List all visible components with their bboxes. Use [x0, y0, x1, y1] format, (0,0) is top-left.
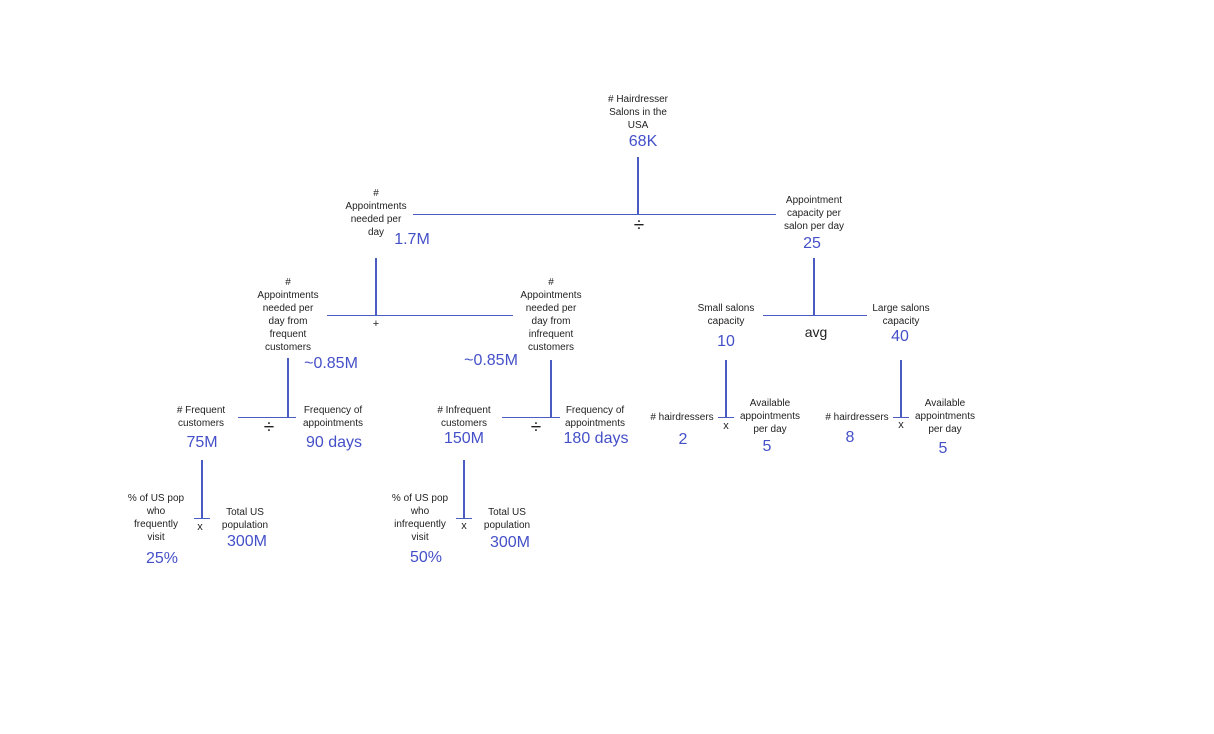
infrequent-appts-value: ~0.85M	[464, 352, 518, 369]
large-salons-value: 40	[891, 328, 909, 345]
infrequent-customers-operator: x	[461, 520, 467, 532]
connector-appointments	[375, 258, 377, 315]
pct-frequent-label: % of US pop who frequently visit	[127, 493, 185, 543]
appointments-needed-label: # Appointments needed per day	[345, 188, 407, 238]
connector-frequent-appts	[287, 358, 289, 418]
frequent-appts-value: ~0.85M	[304, 355, 358, 372]
large-available-value: 5	[938, 440, 948, 457]
small-salons-label: Small salons capacity	[697, 303, 755, 327]
large-available-label: Available appointments per day	[914, 398, 976, 435]
appointments-needed-value: 1.7M	[394, 231, 430, 248]
small-available-value: 5	[762, 438, 772, 455]
root-operator: ÷	[633, 215, 645, 236]
connector-infrequent-customers	[463, 460, 465, 518]
frequent-customers-operator: x	[197, 521, 203, 533]
pop-infrequent-label: Total US population	[483, 507, 531, 531]
connector-infrequent-customers-bar	[456, 518, 472, 519]
connector-frequent-customers	[201, 460, 203, 518]
frequency-frequent-label: Frequency of appointments	[302, 405, 364, 429]
frequent-appts-operator: ÷	[263, 417, 275, 438]
small-hairdressers-value: 2	[678, 431, 688, 448]
small-available-label: Available appointments per day	[739, 398, 801, 435]
pct-frequent-value: 25%	[145, 550, 179, 567]
connector-frequent-customers-bar	[194, 518, 210, 519]
small-hairdressers-label: # hairdressers	[650, 412, 714, 423]
infrequent-appts-operator: ÷	[530, 417, 542, 438]
pop-frequent-value: 300M	[226, 533, 268, 550]
large-hairdressers-value: 8	[845, 429, 855, 446]
root-value: 68K	[628, 133, 658, 150]
connector-capacity	[813, 258, 815, 315]
connector-large-salons	[900, 360, 902, 418]
capacity-per-salon-label: Appointment capacity per salon per day	[783, 195, 845, 232]
frequent-customers-label: # Frequent customers	[176, 405, 226, 429]
large-hairdressers-label: # hairdressers	[825, 412, 889, 423]
connector-small-salons	[725, 360, 727, 418]
capacity-per-salon-value: 25	[803, 235, 821, 252]
connector-small-salons-bar	[718, 417, 734, 418]
frequent-appts-label: # Appointments needed per day from frequ…	[257, 277, 319, 353]
connector-appointments-bar	[327, 315, 513, 316]
pct-infrequent-label: % of US pop who infrequently visit	[391, 493, 449, 543]
connector-infrequent-appts	[550, 360, 552, 418]
appointments-operator: +	[372, 318, 380, 330]
frequency-infrequent-value: 180 days	[563, 430, 629, 447]
root-label: # Hairdresser Salons in the USA	[607, 94, 669, 131]
infrequent-appts-label: # Appointments needed per day from infre…	[520, 277, 582, 353]
infrequent-customers-label: # Infrequent customers	[437, 405, 491, 429]
connector-capacity-bar	[763, 315, 867, 316]
frequency-infrequent-label: Frequency of appointments	[564, 405, 626, 429]
large-salons-label: Large salons capacity	[872, 303, 930, 327]
infrequent-customers-value: 150M	[443, 430, 485, 447]
small-salons-value: 10	[717, 333, 735, 350]
connector-root	[637, 157, 639, 215]
pop-infrequent-value: 300M	[489, 534, 531, 551]
large-salons-operator: x	[898, 419, 904, 431]
connector-root-bar	[413, 214, 776, 215]
small-salons-operator: x	[723, 420, 729, 432]
connector-infrequent-appts-bar	[502, 417, 560, 418]
connector-large-salons-bar	[893, 417, 909, 418]
pct-infrequent-value: 50%	[409, 549, 443, 566]
frequency-frequent-value: 90 days	[305, 434, 363, 451]
frequent-customers-value: 75M	[186, 434, 218, 451]
connector-frequent-appts-bar	[238, 417, 296, 418]
capacity-operator: avg	[804, 324, 828, 340]
pop-frequent-label: Total US population	[221, 507, 269, 531]
